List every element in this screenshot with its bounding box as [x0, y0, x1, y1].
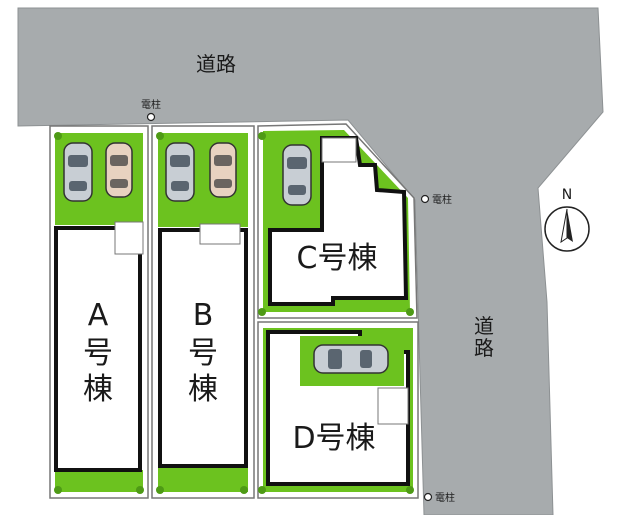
- porch-d: [377, 387, 409, 425]
- building-a-label-1: A: [88, 298, 109, 333]
- car-c: [282, 144, 312, 206]
- pole-top-icon: [146, 112, 156, 122]
- building-b-label-2: 号: [188, 336, 218, 371]
- car-d: [313, 344, 389, 374]
- building-d-label: D号棟: [292, 421, 375, 456]
- shrubs: [54, 132, 414, 494]
- porch-b: [199, 223, 241, 245]
- pole-right-icon: [420, 194, 430, 204]
- car-a-1: [63, 142, 93, 202]
- lawn-b-bottom: [158, 466, 248, 492]
- pole-bottom-icon: [423, 492, 433, 502]
- building-b: [158, 228, 248, 468]
- building-a-label-3: 棟: [83, 372, 113, 407]
- road-top: [17, 7, 604, 515]
- porch-a: [114, 221, 144, 255]
- car-b-1: [165, 142, 195, 202]
- north-label: N: [562, 187, 572, 203]
- pole-bottom-label: 電柱: [435, 491, 455, 504]
- pole-top-label: 電柱: [141, 98, 161, 111]
- north-compass-icon: [544, 206, 590, 252]
- road-top-label: 道路: [196, 52, 236, 76]
- building-b-label-3: 棟: [188, 372, 218, 407]
- building-b-label-1: B: [193, 298, 214, 333]
- car-a-2: [105, 142, 133, 198]
- lawn-a-bottom: [55, 470, 143, 492]
- car-b-2: [209, 142, 237, 198]
- building-a: [54, 226, 142, 472]
- building-c-label: C号棟: [297, 241, 378, 276]
- pole-right-label: 電柱: [432, 193, 452, 206]
- road-right-label-2: 路: [474, 336, 494, 360]
- building-a-label-2: 号: [83, 336, 113, 371]
- building-c: [268, 136, 409, 306]
- building-c-entrance: [321, 137, 357, 163]
- road-right-label-1: 道: [474, 314, 494, 338]
